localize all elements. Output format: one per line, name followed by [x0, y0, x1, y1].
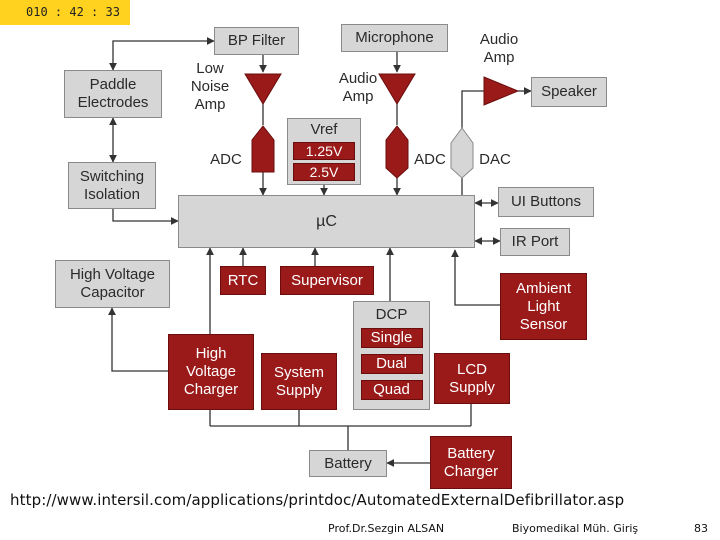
microphone-box: Microphone	[341, 24, 448, 52]
dcp-box: DCP Single Dual Quad	[353, 301, 430, 410]
low-noise-amp-symbol	[244, 73, 282, 105]
dcp-single: Single	[360, 328, 423, 348]
adc-right-label: ADC	[414, 151, 446, 168]
lcd-supply-box: LCD Supply	[434, 353, 510, 404]
audio-amp-mid-symbol	[378, 73, 416, 105]
dac-symbol	[450, 127, 474, 179]
speaker-box: Speaker	[531, 77, 607, 107]
microcontroller-box: µC	[178, 195, 475, 248]
high-voltage-charger-box: High Voltage Charger	[168, 334, 254, 410]
footer-page-number: 83	[694, 522, 708, 535]
vref-title: Vref	[310, 121, 338, 138]
adc-left-symbol	[251, 125, 275, 173]
audio-amp-top-symbol	[483, 76, 520, 106]
audio-amp-top-label: Audio Amp	[479, 31, 519, 66]
dcp-dual: Dual	[360, 354, 423, 374]
paddle-electrodes-box: Paddle Electrodes	[64, 70, 162, 118]
audio-amp-mid-label: Audio Amp	[338, 70, 378, 105]
high-voltage-capacitor-box: High Voltage Capacitor	[55, 260, 170, 308]
system-supply-box: System Supply	[261, 353, 337, 410]
ambient-light-sensor-box: Ambient Light Sensor	[500, 273, 587, 340]
battery-charger-box: Battery Charger	[430, 436, 512, 489]
adc-right-symbol	[385, 125, 409, 179]
source-url: http://www.intersil.com/applications/pri…	[10, 491, 625, 509]
switching-isolation-box: Switching Isolation	[68, 162, 156, 209]
timer-badge: 010 : 42 : 33	[0, 0, 130, 25]
footer-course: Biyomedikal Müh. Giriş	[512, 522, 639, 535]
rtc-box: RTC	[220, 266, 266, 295]
vref-1-25v: 1.25V	[293, 142, 355, 160]
dac-label: DAC	[479, 151, 511, 168]
dcp-quad: Quad	[360, 380, 423, 400]
ui-buttons-box: UI Buttons	[498, 187, 594, 217]
battery-box: Battery	[309, 450, 387, 477]
vref-box: Vref 1.25V 2.5V	[287, 118, 361, 185]
adc-left-label: ADC	[210, 151, 242, 168]
supervisor-box: Supervisor	[280, 266, 374, 295]
dcp-title: DCP	[375, 306, 408, 323]
low-noise-amp-label: Low Noise Amp	[190, 60, 230, 113]
footer-author: Prof.Dr.Sezgin ALSAN	[328, 522, 445, 535]
bp-filter-box: BP Filter	[214, 27, 299, 55]
ir-port-box: IR Port	[500, 228, 570, 256]
vref-2-5v: 2.5V	[293, 163, 355, 181]
